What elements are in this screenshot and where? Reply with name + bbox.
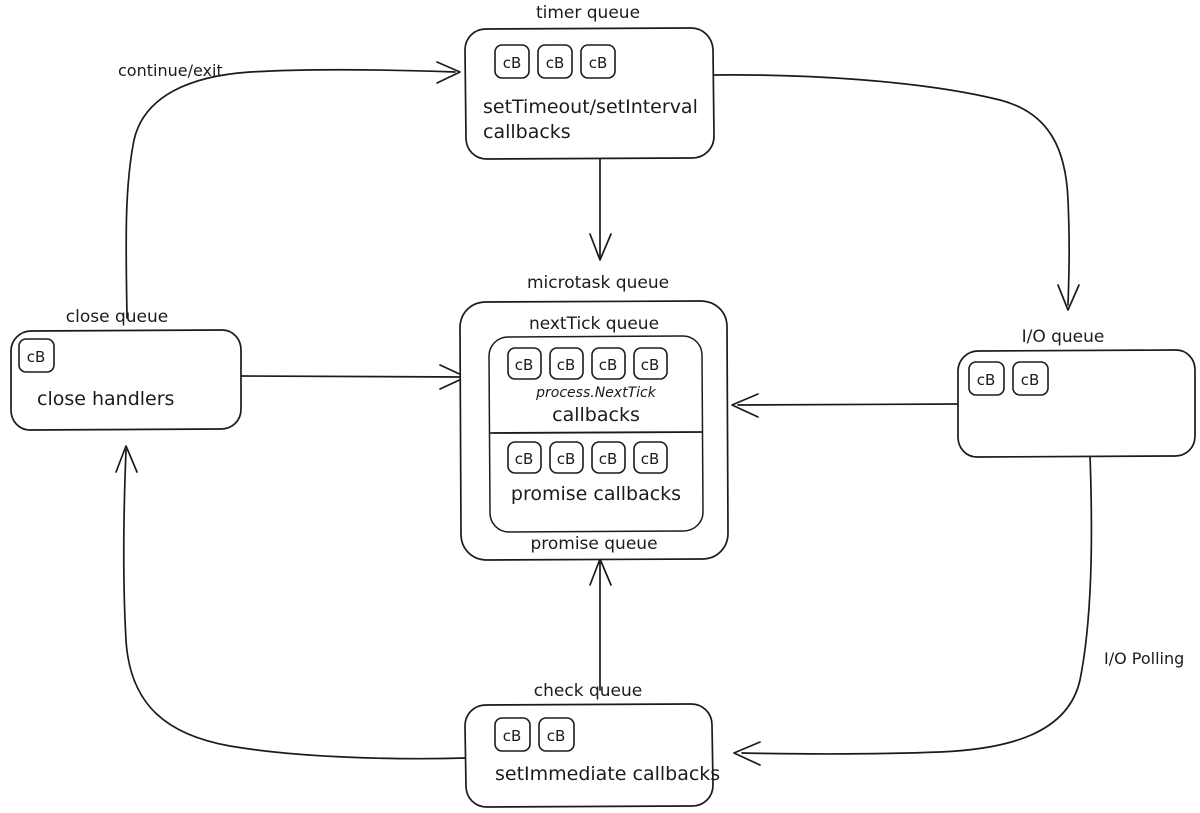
edge-io-to-check-arrowhead — [733, 741, 761, 766]
cb-box[interactable]: cB — [507, 441, 542, 474]
edge-close-to-microtask-path — [239, 375, 463, 378]
close-queue-subtitle: close handlers — [37, 388, 174, 410]
cb-label: cB — [557, 356, 576, 374]
edge-io-to-check: I/O Polling — [733, 454, 1184, 766]
cb-box[interactable]: cB — [537, 44, 573, 79]
cb-box[interactable]: cB — [1012, 361, 1049, 396]
nexttick-queue-title: nextTick queue — [529, 314, 659, 334]
cb-label: cB — [515, 356, 534, 374]
cb-box[interactable]: cB — [633, 347, 668, 380]
edge-timer-to-io — [712, 74, 1080, 311]
nexttick-cb-list: cB cB cB cB — [507, 347, 668, 380]
cb-label: cB — [641, 356, 660, 374]
cb-label: cB — [515, 450, 534, 468]
edge-io-to-microtask-path — [737, 403, 963, 406]
edge-check-to-close — [115, 445, 467, 760]
node-io-queue[interactable]: I/O queue cB cB — [957, 327, 1196, 458]
edge-close-to-timer: continue/exit — [118, 61, 461, 319]
microtask-queue-title: microtask queue — [527, 273, 669, 293]
node-microtask-queue[interactable]: microtask queue nextTick queue cB cB cB — [459, 273, 729, 561]
nexttick-caption-small: process.NextTick — [535, 385, 657, 401]
promise-caption: promise callbacks — [511, 483, 681, 505]
check-queue-title: check queue — [534, 681, 642, 701]
check-queue-cb-list: cB cB — [494, 717, 575, 752]
cb-box[interactable]: cB — [633, 441, 668, 474]
cb-label: cB — [977, 371, 996, 389]
io-queue-cb-list: cB cB — [968, 361, 1049, 396]
cb-label: cB — [599, 450, 618, 468]
timer-queue-title: timer queue — [536, 3, 640, 23]
cb-box[interactable]: cB — [591, 347, 626, 380]
microtask-inner-box — [488, 335, 704, 533]
cb-box[interactable]: cB — [507, 347, 542, 380]
edge-close-to-timer-arrowhead — [436, 61, 461, 84]
cb-label: cB — [503, 727, 522, 745]
promise-cb-list: cB cB cB cB — [507, 441, 668, 474]
cb-box[interactable]: cB — [494, 44, 530, 79]
timer-queue-subtitle-line2: callbacks — [483, 121, 571, 143]
edge-io-to-microtask — [731, 393, 963, 418]
edge-timer-to-io-arrowhead — [1057, 284, 1080, 311]
timer-queue-cb-list: cB cB cB — [494, 44, 616, 79]
cb-label: cB — [27, 348, 46, 366]
edge-close-to-timer-path — [125, 68, 456, 319]
microtask-section-divider — [490, 431, 703, 434]
edge-timer-to-microtask — [589, 158, 612, 261]
edge-label-io-polling: I/O Polling — [1104, 649, 1184, 668]
cb-label: cB — [1021, 371, 1040, 389]
cb-box[interactable]: cB — [549, 347, 584, 380]
edge-check-to-close-path — [122, 449, 467, 760]
edge-timer-to-microtask-arrowhead — [589, 233, 612, 261]
cb-label: cB — [557, 450, 576, 468]
cb-label: cB — [589, 54, 608, 72]
node-timer-queue[interactable]: timer queue cB cB cB setTimeout/setInter… — [464, 3, 715, 160]
cb-box[interactable]: cB — [549, 441, 584, 474]
cb-label: cB — [641, 450, 660, 468]
cb-box[interactable]: cB — [18, 338, 55, 373]
io-queue-title: I/O queue — [1022, 327, 1105, 347]
cb-box[interactable]: cB — [494, 717, 531, 752]
cb-label: cB — [599, 356, 618, 374]
node-check-queue[interactable]: check queue cB cB setImmediate callbacks — [464, 681, 720, 808]
check-queue-subtitle: setImmediate callbacks — [495, 763, 720, 785]
timer-queue-subtitle-line1: setTimeout/setInterval — [483, 96, 698, 118]
edge-io-to-microtask-arrowhead — [731, 393, 759, 418]
cb-label: cB — [547, 727, 566, 745]
cb-box[interactable]: cB — [538, 717, 575, 752]
cb-label: cB — [503, 54, 522, 72]
close-queue-title: close queue — [66, 307, 168, 327]
edge-timer-to-io-path — [712, 74, 1070, 306]
close-queue-cb-list: cB — [18, 338, 55, 373]
node-close-queue[interactable]: close queue cB close handlers — [10, 307, 242, 431]
cb-label: cB — [546, 54, 565, 72]
cb-box[interactable]: cB — [591, 441, 626, 474]
microtask-queue-box — [459, 300, 729, 561]
edge-check-to-close-arrowhead — [115, 445, 138, 473]
promise-queue-title: promise queue — [530, 534, 657, 554]
cb-box[interactable]: cB — [968, 361, 1005, 396]
close-queue-box — [10, 329, 242, 431]
nexttick-caption-large: callbacks — [552, 404, 640, 426]
cb-box[interactable]: cB — [580, 44, 616, 79]
edge-io-to-check-path — [741, 454, 1093, 755]
edge-label-continue-exit: continue/exit — [118, 61, 223, 80]
